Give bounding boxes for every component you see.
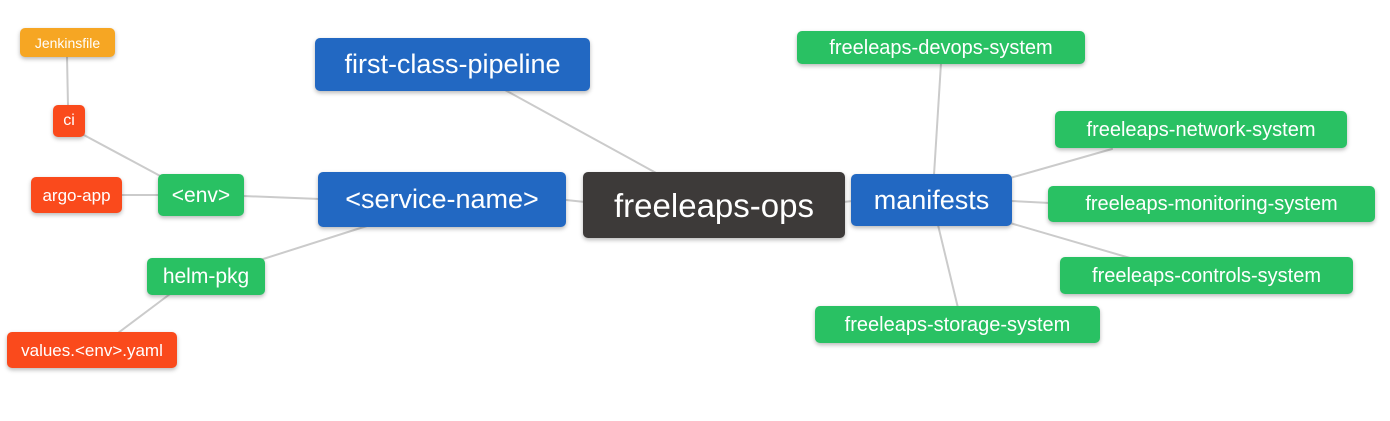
node-argo-app[interactable]: argo-app <box>31 177 122 213</box>
node-env[interactable]: <env> <box>158 174 244 216</box>
edge-service-freeleaps-ops <box>565 199 586 203</box>
edge-manifests-storage <box>937 224 959 309</box>
edge-ci-env <box>81 133 165 179</box>
node-freeleaps-storage-system[interactable]: freeleaps-storage-system <box>815 306 1100 343</box>
edge-manifests-monitoring <box>1010 200 1051 204</box>
node-manifests[interactable]: manifests <box>851 174 1012 226</box>
edge-pipeline-freeleaps-ops <box>504 89 659 175</box>
edge-manifests-controls <box>1009 222 1131 259</box>
node-jenkinsfile[interactable]: Jenkinsfile <box>20 28 115 57</box>
node-helm-pkg[interactable]: helm-pkg <box>147 258 265 295</box>
node-freeleaps-devops-system[interactable]: freeleaps-devops-system <box>797 31 1085 64</box>
node-values-env-yaml[interactable]: values.<env>.yaml <box>7 332 177 368</box>
node-first-class-pipeline[interactable]: first-class-pipeline <box>315 38 590 91</box>
node-freeleaps-ops-root[interactable]: freeleaps-ops <box>583 172 845 238</box>
node-ci[interactable]: ci <box>53 105 85 137</box>
edge-helm-pkg-service-name <box>259 224 371 261</box>
edge-env-service-name <box>242 195 321 200</box>
edge-manifests-devops <box>933 62 942 176</box>
edge-values-yaml-helm-pkg <box>117 293 171 334</box>
edge-manifests-network <box>1009 148 1113 179</box>
node-freeleaps-controls-system[interactable]: freeleaps-controls-system <box>1060 257 1353 294</box>
node-service-name[interactable]: <service-name> <box>318 172 566 227</box>
node-freeleaps-network-system[interactable]: freeleaps-network-system <box>1055 111 1347 148</box>
edge-jenkinsfile-ci <box>66 55 69 107</box>
node-freeleaps-monitoring-system[interactable]: freeleaps-monitoring-system <box>1048 186 1375 222</box>
